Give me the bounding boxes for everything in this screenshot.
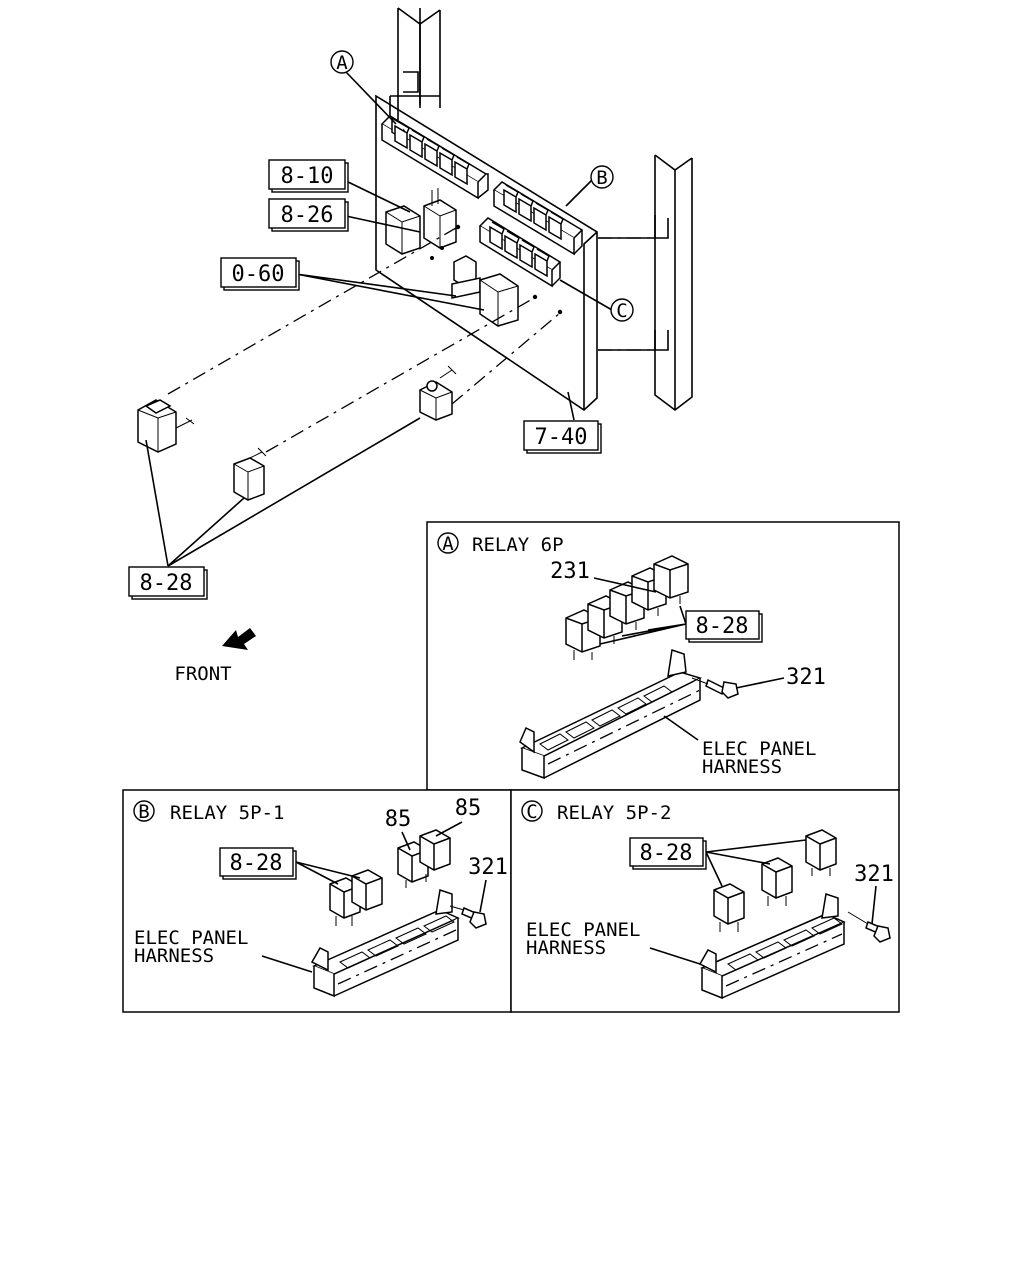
exploded-relay-right bbox=[419, 365, 457, 421]
detail-b-leader-828 bbox=[295, 861, 361, 885]
relays-8-10-8-26-on-panel bbox=[385, 188, 457, 255]
detail-a-panel: A RELAY 6P 231 8-28 bbox=[426, 521, 900, 791]
detail-b-ref-8-28: 8-28 bbox=[230, 851, 283, 876]
detail-b-title: RELAY 5P-1 bbox=[170, 802, 284, 824]
detail-b-bolt-icon bbox=[449, 905, 487, 929]
detail-a-ref-8-28: 8-28 bbox=[696, 614, 749, 639]
detail-c-ref-8-28: 8-28 bbox=[640, 841, 693, 866]
frame-rail-right bbox=[598, 154, 693, 412]
main-assembly-view: A B C 8-10 8-26 0-60 7-40 bbox=[128, 7, 693, 685]
relay-block-c-on-panel bbox=[478, 217, 562, 288]
detail-b-leader-harness bbox=[261, 955, 313, 973]
detail-a-part-321: 321 bbox=[786, 665, 826, 690]
projection-lines bbox=[145, 71, 613, 567]
front-indicator: FRONT bbox=[174, 628, 256, 685]
ref-box-8-28-main: 8-28 bbox=[128, 566, 208, 600]
ref-box-0-60: 0-60 bbox=[220, 257, 300, 291]
detail-b-relay-bracket bbox=[310, 889, 460, 998]
exploded-relay-left bbox=[137, 399, 195, 453]
relay-block-a-on-panel bbox=[380, 115, 489, 200]
detail-b-letter: B bbox=[138, 801, 149, 823]
frame-rail-left bbox=[389, 7, 441, 120]
detail-b-leader-85 bbox=[401, 821, 463, 851]
detail-c-leader-harness bbox=[649, 947, 701, 965]
ref-8-28-main: 8-28 bbox=[140, 571, 193, 596]
callout-b-label: B bbox=[596, 167, 607, 189]
detail-c-relay-bracket bbox=[698, 893, 846, 1000]
ref-box-7-40: 7-40 bbox=[523, 420, 602, 454]
detail-c-harness-line1: ELEC PANEL bbox=[526, 919, 640, 941]
detail-c-panel: C RELAY 5P-2 8-28 321 ELEC PAN bbox=[510, 789, 900, 1013]
detail-c-title: RELAY 5P-2 bbox=[557, 802, 671, 824]
center-components-on-panel bbox=[430, 224, 563, 327]
detail-a-relays bbox=[565, 555, 689, 660]
detail-a-relay-bracket bbox=[519, 649, 703, 780]
detail-a-leader-231 bbox=[593, 577, 657, 593]
detail-b-part-85-a: 85 bbox=[385, 807, 412, 832]
detail-b-part-321: 321 bbox=[468, 855, 508, 880]
detail-c-part-321: 321 bbox=[854, 862, 894, 887]
callout-b: B bbox=[590, 165, 614, 189]
detail-a-title: RELAY 6P bbox=[472, 534, 564, 556]
detail-c-leader-828 bbox=[705, 839, 807, 887]
relay-block-b-on-panel bbox=[492, 181, 584, 256]
detail-b-harness-line2: HARNESS bbox=[134, 945, 214, 967]
detail-a-part-231: 231 bbox=[550, 559, 590, 584]
ref-7-40: 7-40 bbox=[535, 425, 588, 450]
detail-a-bolt-icon bbox=[691, 677, 739, 699]
ref-8-26: 8-26 bbox=[281, 203, 334, 228]
callout-a: A bbox=[330, 50, 354, 74]
exploded-relay-middle bbox=[233, 447, 267, 501]
ref-0-60: 0-60 bbox=[232, 262, 285, 287]
detail-a-letter: A bbox=[442, 533, 454, 555]
detail-c-relays bbox=[713, 829, 837, 932]
detail-c-leader-321 bbox=[871, 885, 877, 925]
detail-b-relays bbox=[329, 829, 451, 926]
callout-c: C bbox=[610, 298, 634, 322]
detail-a-harness-line1: ELEC PANEL bbox=[702, 738, 816, 760]
ref-box-8-26: 8-26 bbox=[268, 198, 349, 232]
ref-8-10: 8-10 bbox=[281, 164, 334, 189]
front-label: FRONT bbox=[174, 663, 231, 685]
detail-a-leader-321 bbox=[735, 677, 785, 689]
detail-c-bolt-icon bbox=[847, 911, 891, 943]
detail-c-harness-line2: HARNESS bbox=[526, 937, 606, 959]
detail-c-letter: C bbox=[526, 801, 537, 823]
front-arrow-icon bbox=[222, 628, 256, 650]
detail-b-harness-line1: ELEC PANEL bbox=[134, 927, 248, 949]
detail-a-harness-line2: HARNESS bbox=[702, 756, 782, 778]
detail-a-leader-828 bbox=[599, 605, 687, 645]
callout-a-label: A bbox=[336, 52, 348, 74]
ref-box-8-10: 8-10 bbox=[268, 159, 349, 193]
detail-b-panel: B RELAY 5P-1 85 85 8-28 bbox=[122, 789, 512, 1013]
callout-c-label: C bbox=[616, 300, 627, 322]
detail-b-leader-321 bbox=[479, 879, 487, 913]
detail-b-part-85-b: 85 bbox=[455, 796, 482, 821]
detail-a-leader-harness bbox=[663, 715, 699, 741]
